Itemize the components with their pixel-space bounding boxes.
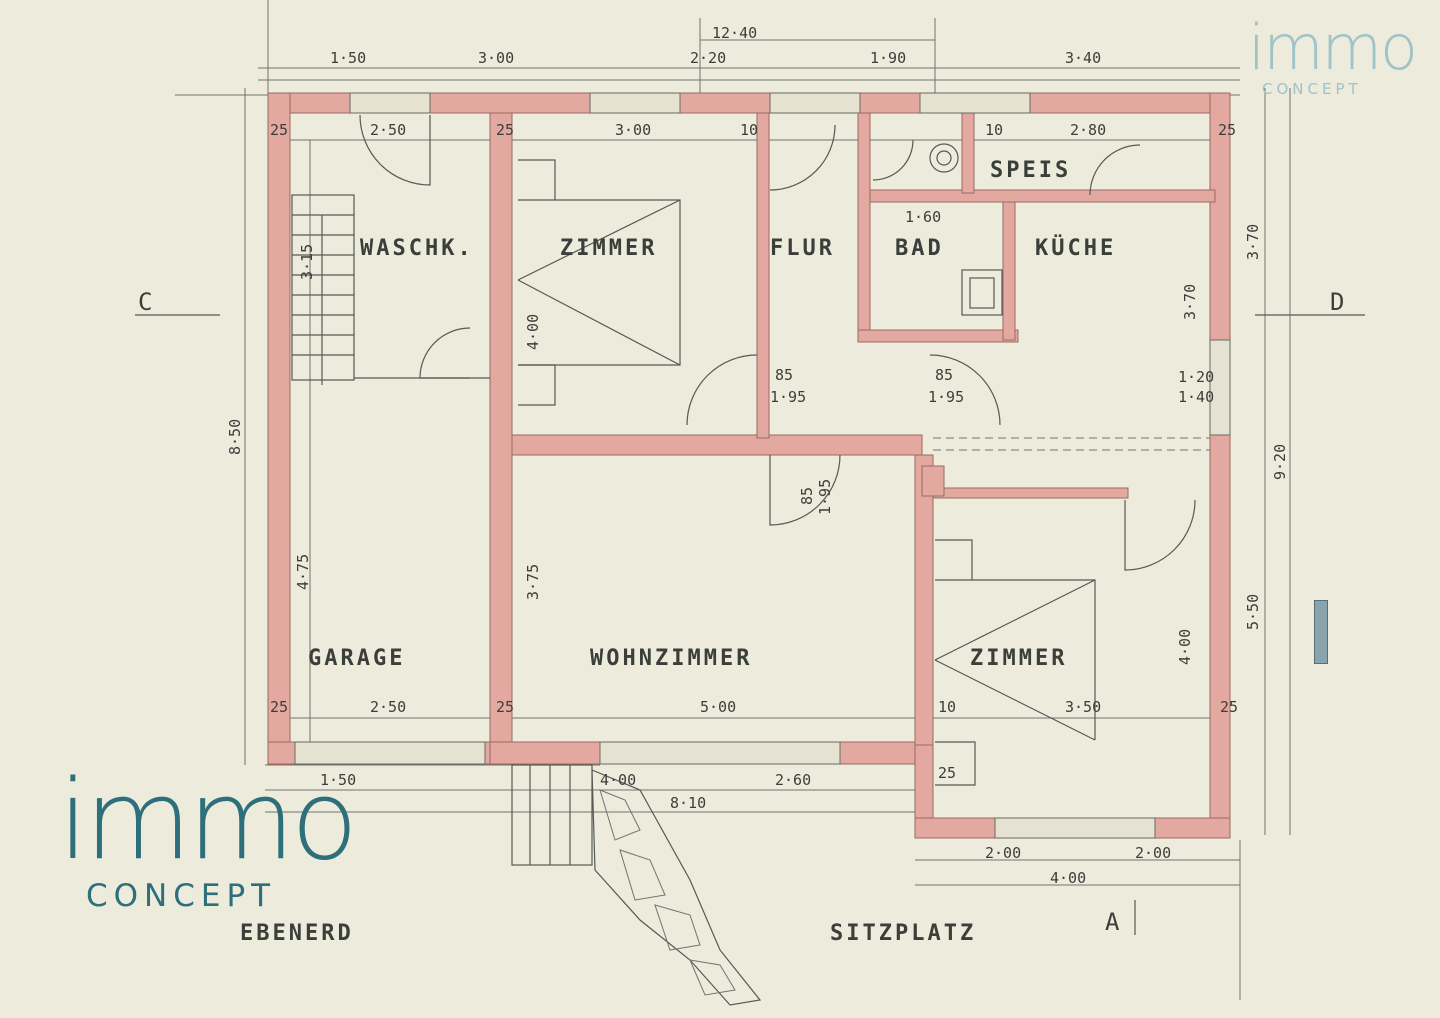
svg-text:85: 85 — [775, 366, 793, 384]
svg-text:25: 25 — [1220, 698, 1238, 716]
terrace-label: SITZPLATZ — [830, 921, 976, 946]
svg-text:1·60: 1·60 — [905, 208, 941, 226]
svg-text:25: 25 — [938, 764, 956, 782]
watermark-word: immo — [1248, 11, 1418, 84]
doors — [359, 114, 1196, 571]
svg-text:2·00: 2·00 — [1135, 844, 1171, 862]
svg-text:10: 10 — [985, 121, 1003, 139]
windows — [294, 92, 1231, 839]
slider-handle[interactable] — [1314, 600, 1328, 664]
room-garage: GARAGE — [308, 646, 405, 671]
svg-text:1·50: 1·50 — [320, 771, 356, 789]
dimension-texts: 1·50 3·00 12·40 2·20 1·90 3·40 2·50 3·00… — [226, 24, 1289, 887]
svg-text:2·60: 2·60 — [775, 771, 811, 789]
svg-text:3·15: 3·15 — [298, 244, 316, 280]
svg-text:12·40: 12·40 — [712, 24, 757, 42]
svg-text:10: 10 — [740, 121, 758, 139]
svg-text:5·50: 5·50 — [1244, 594, 1262, 630]
svg-text:2·00: 2·00 — [985, 844, 1021, 862]
watermark-sub: CONCEPT — [1262, 80, 1362, 98]
svg-text:25: 25 — [496, 698, 514, 716]
svg-text:4·75: 4·75 — [294, 554, 312, 590]
svg-text:4·00: 4·00 — [600, 771, 636, 789]
svg-text:25: 25 — [270, 121, 288, 139]
svg-text:1·40: 1·40 — [1178, 388, 1214, 406]
svg-text:3·00: 3·00 — [478, 49, 514, 67]
svg-text:3·70: 3·70 — [1181, 284, 1199, 320]
svg-text:5·00: 5·00 — [700, 698, 736, 716]
svg-text:1·95: 1·95 — [770, 388, 806, 406]
svg-text:2·50: 2·50 — [370, 121, 406, 139]
svg-text:9·20: 9·20 — [1271, 444, 1289, 480]
room-zimmer-bottom: ZIMMER — [970, 646, 1067, 671]
room-bad: BAD — [895, 236, 944, 261]
svg-text:25: 25 — [1218, 121, 1236, 139]
svg-text:2·80: 2·80 — [1070, 121, 1106, 139]
immo-concept-logo: immo CONCEPT — [58, 756, 378, 920]
svg-text:2·50: 2·50 — [370, 698, 406, 716]
svg-text:25: 25 — [496, 121, 514, 139]
fixtures — [929, 143, 1210, 451]
svg-text:3·70: 3·70 — [1244, 224, 1262, 260]
room-waschk: WASCHK. — [360, 236, 474, 261]
svg-text:4·00: 4·00 — [1176, 629, 1194, 665]
beds — [517, 159, 1096, 786]
svg-text:25: 25 — [270, 698, 288, 716]
svg-text:10: 10 — [938, 698, 956, 716]
svg-text:3·00: 3·00 — [615, 121, 651, 139]
svg-text:85: 85 — [935, 366, 953, 384]
svg-text:4·00: 4·00 — [1050, 869, 1086, 887]
room-zimmer-top: ZIMMER — [560, 236, 657, 261]
room-speis: SPEIS — [990, 158, 1071, 183]
svg-text:3·50: 3·50 — [1065, 698, 1101, 716]
svg-text:1·95: 1·95 — [928, 388, 964, 406]
svg-text:3·75: 3·75 — [524, 564, 542, 600]
section-c: C — [138, 288, 152, 316]
svg-text:85: 85 — [798, 487, 816, 505]
svg-text:1·90: 1·90 — [870, 49, 906, 67]
svg-text:2·20: 2·20 — [690, 49, 726, 67]
section-markers: C D A — [135, 288, 1365, 936]
logo-sub: CONCEPT — [86, 878, 277, 914]
section-a: A — [1105, 908, 1120, 936]
section-d: D — [1330, 288, 1344, 316]
immo-concept-watermark: immo CONCEPT — [1248, 11, 1433, 99]
room-flur: FLUR — [770, 236, 835, 261]
entry-steps — [511, 764, 762, 1006]
svg-text:8·10: 8·10 — [670, 794, 706, 812]
logo-word: immo — [58, 756, 358, 884]
room-kueche: KÜCHE — [1035, 235, 1116, 261]
room-labels: WASCHK. ZIMMER FLUR BAD KÜCHE SPEIS GARA… — [240, 158, 1116, 946]
svg-text:4·00: 4·00 — [524, 314, 542, 350]
svg-text:1·20: 1·20 — [1178, 368, 1214, 386]
room-wohnzimmer: WOHNZIMMER — [590, 646, 752, 671]
svg-text:3·40: 3·40 — [1065, 49, 1101, 67]
svg-text:8·50: 8·50 — [226, 419, 244, 455]
svg-text:1·95: 1·95 — [816, 479, 834, 515]
svg-text:1·50: 1·50 — [330, 49, 366, 67]
floor-label: EBENERD — [240, 921, 354, 946]
